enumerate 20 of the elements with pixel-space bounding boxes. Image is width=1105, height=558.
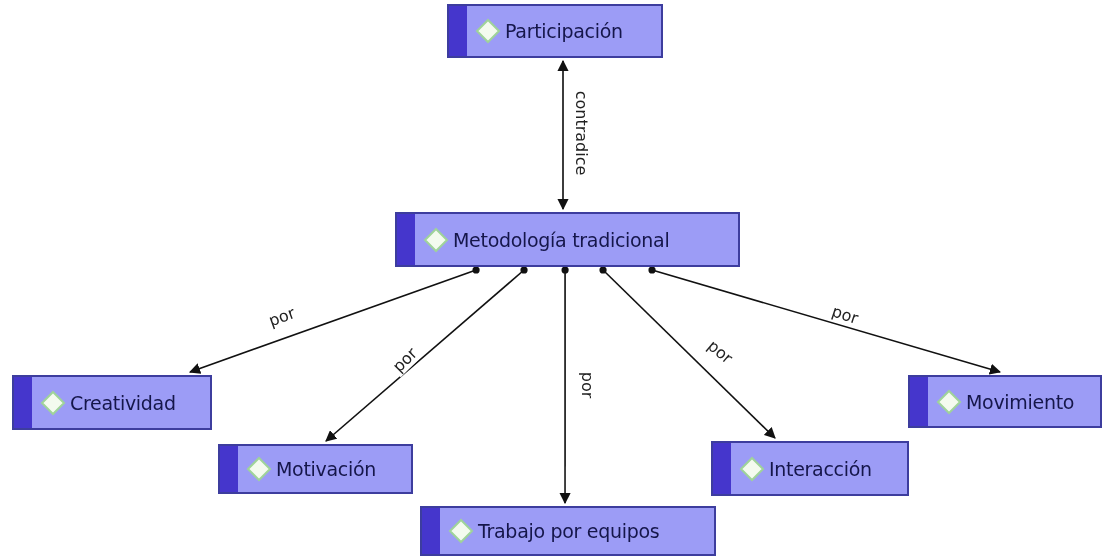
concept-box [711, 441, 909, 496]
concept-box [218, 444, 413, 494]
concept-label: Trabajo por equipos [478, 520, 660, 542]
concept-box [447, 4, 663, 58]
concept-label: Motivación [276, 458, 377, 480]
concept-box [395, 212, 740, 267]
concept-box [420, 506, 716, 556]
arrow [188, 266, 480, 374]
concept-label: Movimiento [966, 390, 1075, 413]
arrow [325, 266, 528, 442]
concept-label: Metodología tradicional [453, 228, 670, 251]
concept-label: Interacción [769, 457, 872, 480]
arrow [559, 266, 571, 505]
arrow [599, 266, 776, 439]
arrow [557, 59, 569, 211]
arrow [648, 266, 1002, 375]
concept-label: Creatividad [70, 391, 176, 414]
concept-label: Participación [505, 20, 623, 42]
concept-box [12, 375, 212, 430]
concept-box [908, 375, 1102, 428]
